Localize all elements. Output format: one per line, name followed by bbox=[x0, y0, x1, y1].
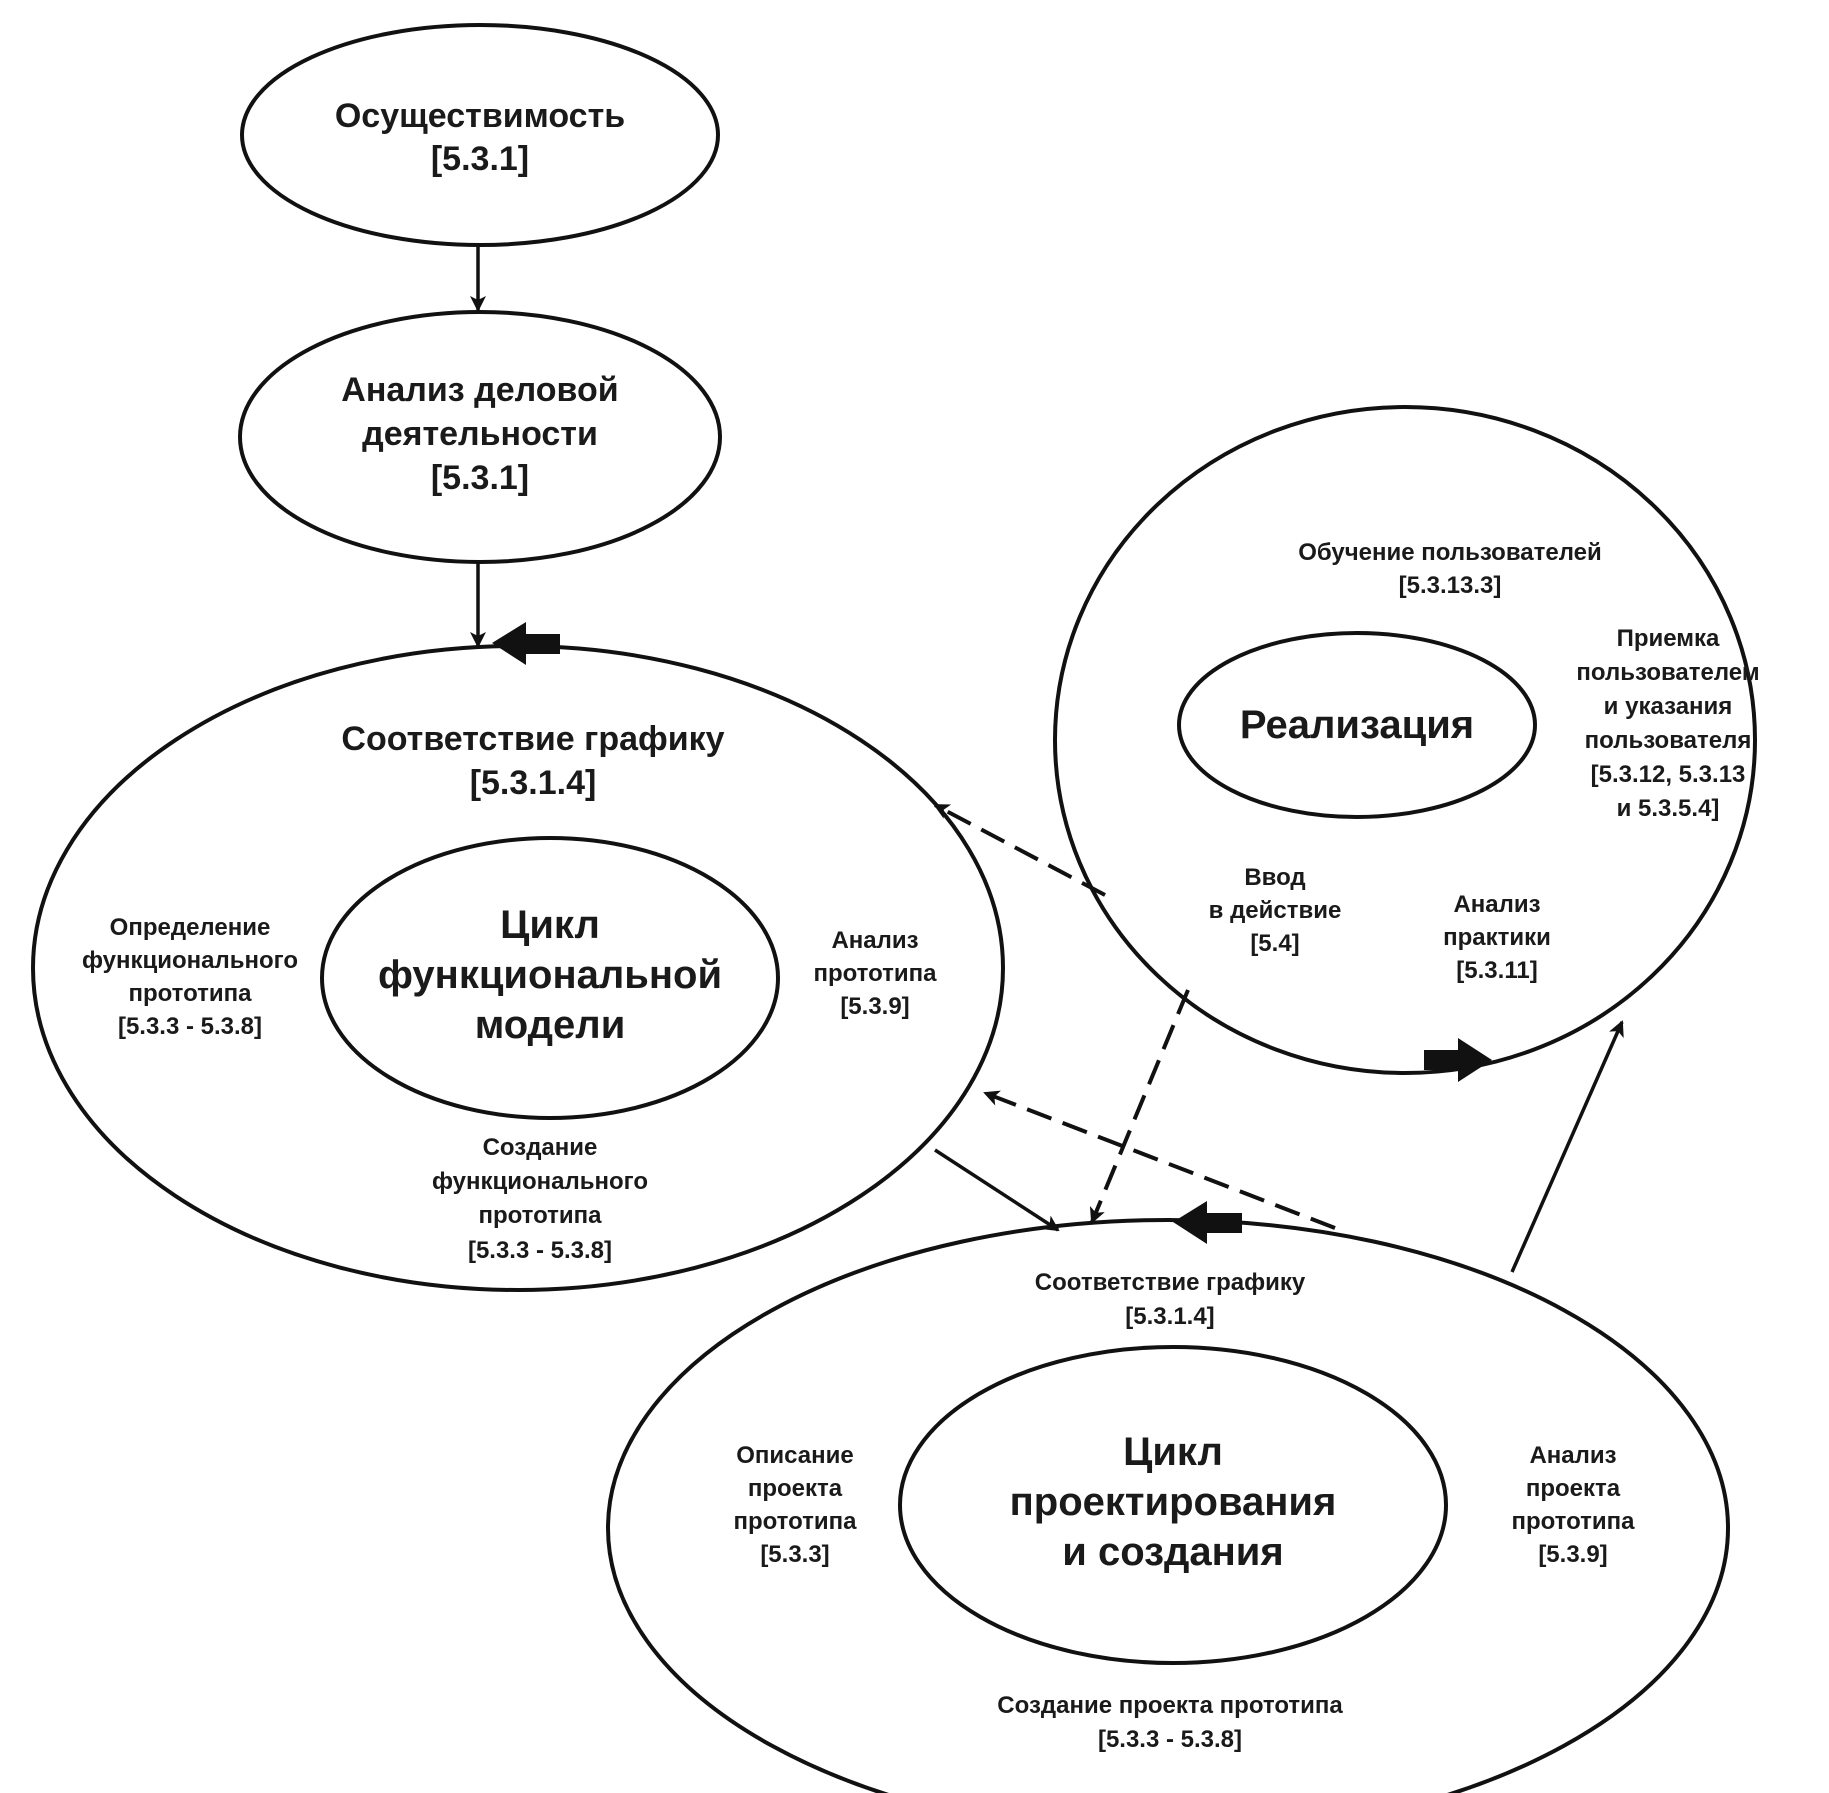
functional-define-line-1: Определение bbox=[110, 914, 271, 941]
implementation-training-line-2: [5.3.13.3] bbox=[1399, 572, 1502, 599]
functional-schedule-line-2: [5.3.1.4] bbox=[470, 764, 597, 802]
design-describe-line-4: [5.3.3] bbox=[760, 1541, 829, 1568]
design-review-line-2: проекта bbox=[1526, 1475, 1621, 1502]
implementation-acceptance-line-5: [5.3.12, 5.3.13 bbox=[1591, 761, 1746, 788]
business-analysis-label-line-2: деятельности bbox=[362, 415, 598, 453]
functional-title-line-3: модели bbox=[475, 1003, 626, 1047]
design-build-inner-ellipse bbox=[898, 1345, 1448, 1665]
design-review-line-1: Анализ bbox=[1529, 1442, 1616, 1469]
design-schedule-line-2: [5.3.1.4] bbox=[1125, 1303, 1214, 1330]
implementation-inner-ellipse bbox=[1177, 631, 1537, 819]
implementation-acceptance-line-1: Приемка bbox=[1617, 625, 1720, 652]
design-describe-line-1: Описание bbox=[736, 1442, 854, 1469]
implementation-practice-line-3: [5.3.11] bbox=[1456, 957, 1537, 984]
design-describe-line-2: проекта bbox=[748, 1475, 843, 1502]
arrow-design-to-implementation bbox=[1510, 1020, 1624, 1273]
dashed-arrow-design-to-functional bbox=[983, 1090, 1336, 1230]
implementation-practice-line-2: практики bbox=[1443, 924, 1551, 951]
design-review-line-3: прототипа bbox=[1511, 1508, 1635, 1535]
design-schedule-line-1: Соответствие графику bbox=[1035, 1269, 1306, 1296]
business-analysis-label-line-1: Анализ деловой bbox=[341, 371, 618, 409]
functional-model-inner-ellipse bbox=[320, 836, 780, 1120]
design-title-line-3: и создания bbox=[1062, 1530, 1283, 1574]
functional-create-line-2: функционального bbox=[432, 1168, 648, 1195]
implementation-acceptance-line-2: пользователем bbox=[1576, 659, 1759, 686]
functional-review-line-2: прототипа bbox=[813, 960, 937, 987]
implementation-outer-ellipse bbox=[1053, 405, 1757, 1075]
functional-title-line-1: Цикл bbox=[500, 903, 600, 947]
business-analysis-node bbox=[238, 310, 722, 564]
design-create-line-1: Создание проекта прототипа bbox=[997, 1692, 1343, 1719]
implementation-training-line-1: Обучение пользователей bbox=[1298, 539, 1602, 566]
implementation-commissioning-line-1: Ввод bbox=[1244, 864, 1305, 891]
functional-review-line-1: Анализ bbox=[831, 927, 918, 954]
implementation-acceptance-line-4: пользователя bbox=[1585, 727, 1752, 754]
business-analysis-label-line-3: [5.3.1] bbox=[431, 459, 529, 497]
design-describe-line-3: прототипа bbox=[733, 1508, 857, 1535]
cycle-arrow-implementation bbox=[1424, 1038, 1492, 1082]
implementation-commissioning-line-3: [5.4] bbox=[1250, 930, 1299, 957]
functional-create-line-4: [5.3.3 - 5.3.8] bbox=[468, 1237, 612, 1264]
feasibility-label-line-1: Осуществимость bbox=[335, 97, 625, 135]
implementation-commissioning-line-2: в действие bbox=[1209, 897, 1342, 924]
implementation-practice-line-1: Анализ bbox=[1453, 891, 1540, 918]
functional-title-line-2: функциональной bbox=[378, 953, 722, 997]
design-title-line-1: Цикл bbox=[1123, 1430, 1223, 1474]
dashed-arrow-implementation-to-functional bbox=[933, 803, 1106, 897]
functional-define-line-3: прототипа bbox=[128, 980, 252, 1007]
design-title-line-2: проектирования bbox=[1010, 1480, 1337, 1524]
arrow-functional-to-design bbox=[934, 1148, 1060, 1232]
design-create-line-2: [5.3.3 - 5.3.8] bbox=[1098, 1726, 1242, 1753]
design-review-line-4: [5.3.9] bbox=[1538, 1541, 1607, 1568]
functional-create-line-1: Создание bbox=[483, 1134, 598, 1161]
functional-schedule-line-1: Соответствие графику bbox=[341, 720, 724, 758]
design-build-outer-ellipse bbox=[606, 1218, 1730, 1793]
feasibility-label-line-2: [5.3.1] bbox=[431, 140, 529, 178]
cycle-arrow-design bbox=[1173, 1201, 1242, 1244]
implementation-acceptance-line-6: и 5.3.5.4] bbox=[1617, 795, 1720, 822]
functional-create-line-3: прототипа bbox=[478, 1202, 602, 1229]
implementation-title: Реализация bbox=[1240, 703, 1474, 747]
functional-review-line-3: [5.3.9] bbox=[840, 993, 909, 1020]
functional-define-line-4: [5.3.3 - 5.3.8] bbox=[118, 1013, 262, 1040]
cycle-arrow-functional bbox=[492, 622, 560, 665]
implementation-acceptance-line-3: и указания bbox=[1604, 693, 1733, 720]
dashed-arrow-implementation-to-design bbox=[1089, 989, 1190, 1224]
feasibility-node bbox=[240, 23, 720, 247]
functional-define-line-2: функционального bbox=[82, 947, 298, 974]
